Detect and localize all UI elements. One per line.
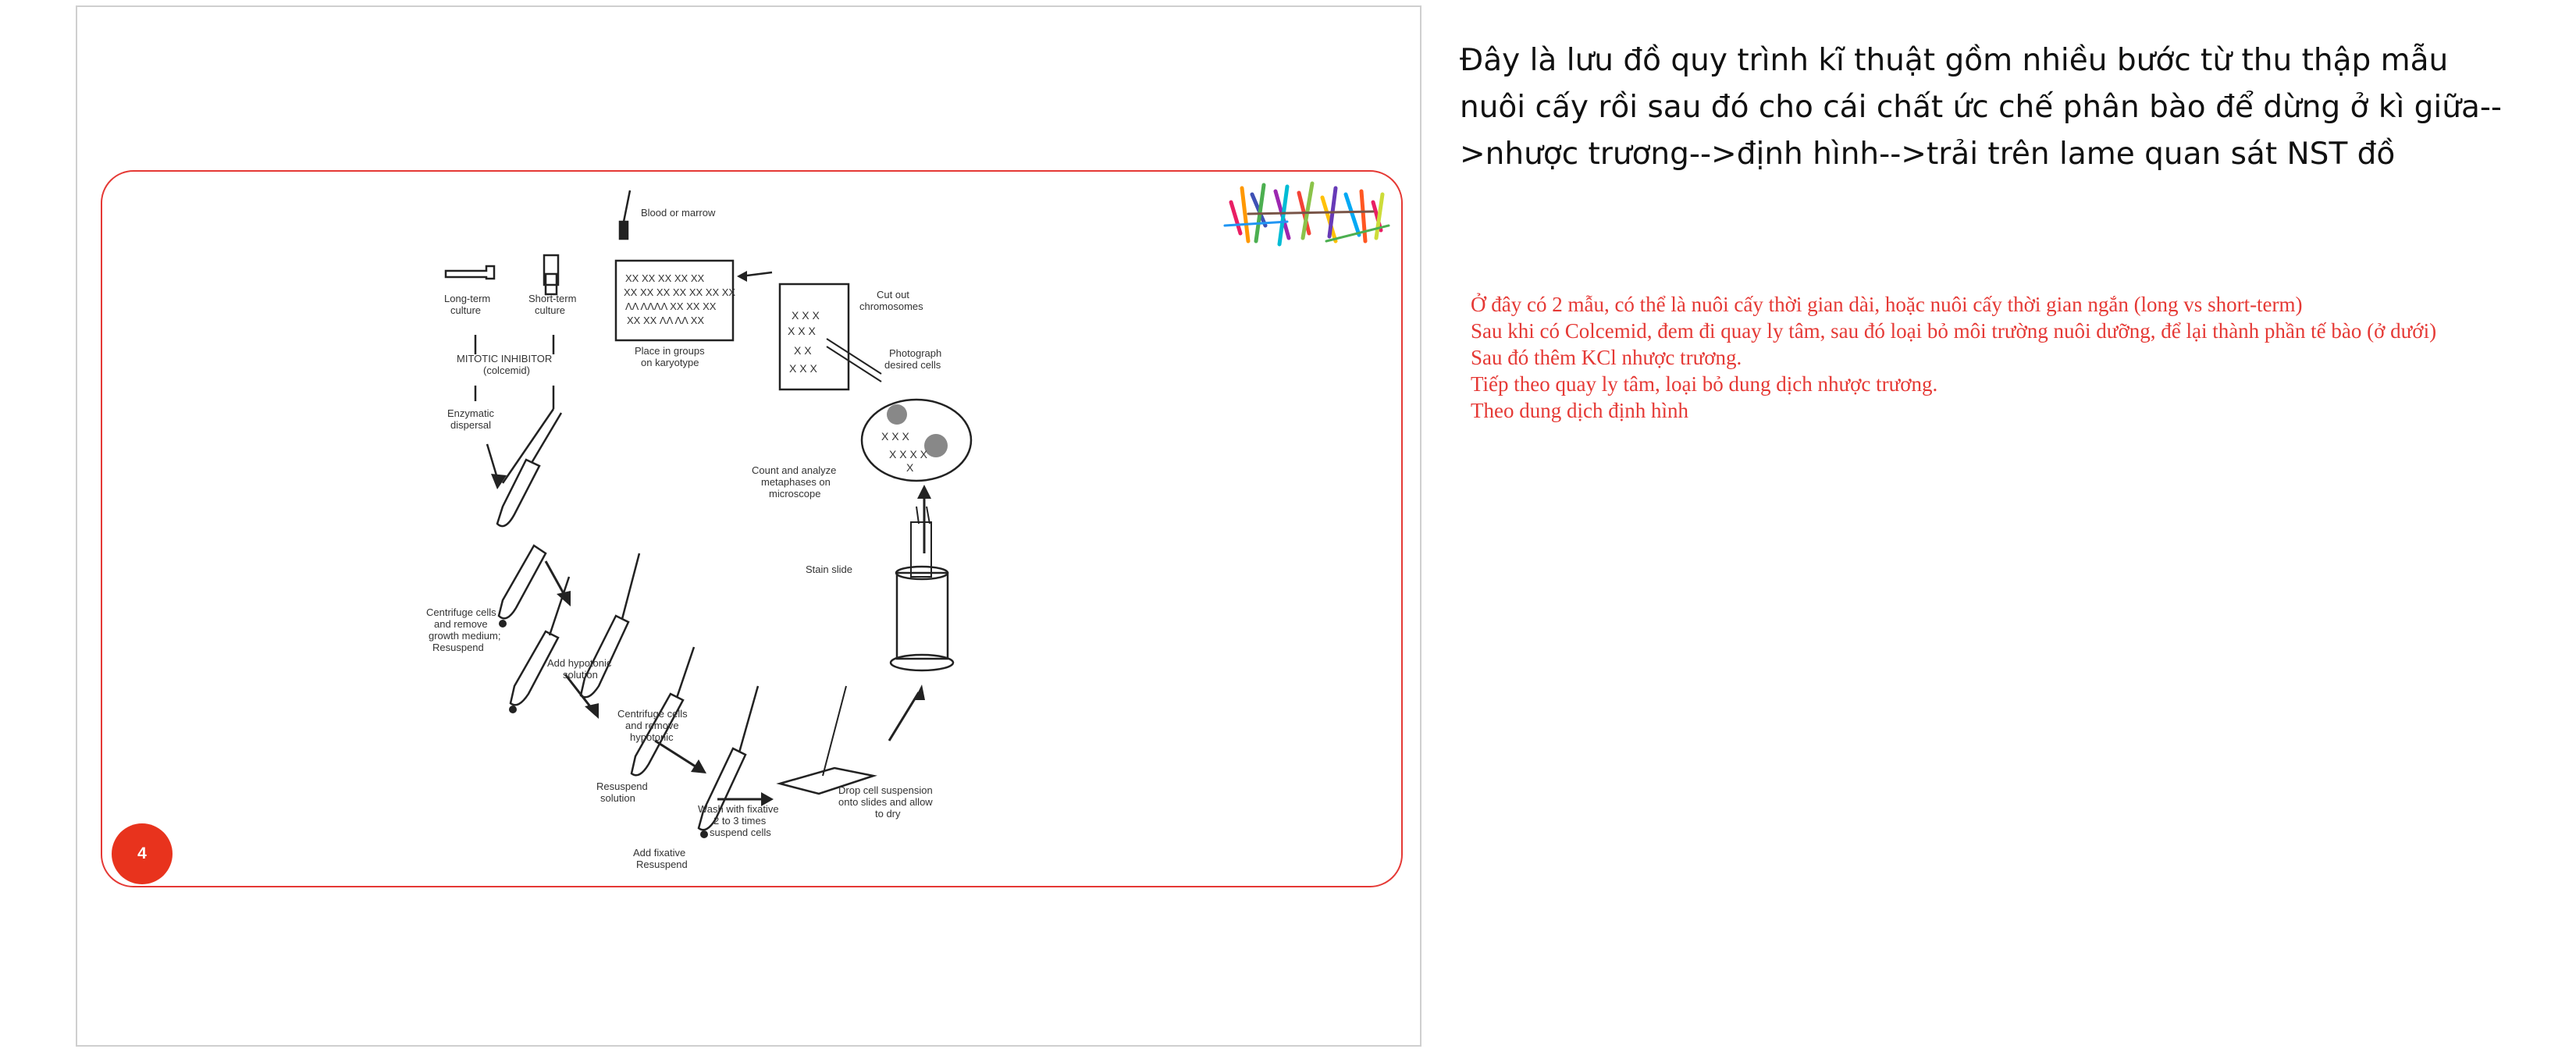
label-add-fixative-2: Resuspend <box>636 859 688 870</box>
label-centrifuge-1: Centrifuge cells <box>426 606 496 618</box>
notes-line: Theo dung dịch định hình <box>1471 399 1688 422</box>
svg-text:X: X <box>906 461 914 474</box>
notes-line: Ở đây có 2 mẫu, có thể là nuôi cấy thời … <box>1471 293 2303 316</box>
label-cut-out-2: chromosomes <box>859 300 923 312</box>
label-short-term: Short-term <box>528 293 576 304</box>
label-resuspend: Resuspend <box>596 780 648 792</box>
notes-red-list: Ở đây có 2 mẫu, có thể là nuôi cấy thời … <box>1471 291 2571 424</box>
label-drop: Drop cell suspension <box>838 784 933 796</box>
label-stain-slide: Stain slide <box>806 564 852 575</box>
page-number-badge: 4 <box>112 823 173 884</box>
label-centrifuge-1c: growth medium; <box>429 630 500 642</box>
svg-text:X X X: X X X <box>792 309 820 322</box>
label-centrifuge-2: Centrifuge cells <box>617 708 688 720</box>
label-drop-2: onto slides and allow <box>838 796 933 808</box>
label-place-groups: Place in groups <box>635 345 705 357</box>
label-resuspend-2: solution <box>600 792 635 804</box>
label-long-term-2: culture <box>450 304 481 316</box>
label-count-3: microscope <box>769 488 820 500</box>
label-centrifuge-1d: Resuspend <box>432 642 484 653</box>
label-blood-or-marrow: Blood or marrow <box>641 207 716 219</box>
label-centrifuge-2c: hypotonic <box>630 731 674 743</box>
svg-text:XX XX XX XX XX: XX XX XX XX XX <box>625 272 704 284</box>
svg-text:X X X X: X X X X <box>889 448 928 460</box>
notes-line: Sau đó thêm KCl nhược trương. <box>1471 346 1742 369</box>
notes-line: Sau khi có Colcemid, đem đi quay ly tâm,… <box>1471 319 2437 343</box>
svg-text:X X X: X X X <box>789 362 817 375</box>
label-centrifuge-1b: and remove <box>434 618 488 630</box>
svg-text:X X X: X X X <box>788 325 816 337</box>
label-count-2: metaphases on <box>761 476 831 488</box>
karyotype-procedure-diagram: XX XX XX XX XX XX XX XX XX XX XX XX ΛΛ Λ… <box>426 181 1390 870</box>
slide-page: XX XX XX XX XX XX XX XX XX XX XX XX ΛΛ Λ… <box>76 5 1421 1047</box>
label-place-groups-2: on karyotype <box>641 357 699 368</box>
slide-frame <box>101 170 1403 887</box>
label-wash: Wash with fixative <box>698 803 779 815</box>
svg-text:ΛΛ ΛΛΛΛ XX XX XX: ΛΛ ΛΛΛΛ XX XX XX <box>625 300 717 312</box>
label-photograph-2: desired cells <box>884 359 941 371</box>
svg-text:X X X: X X X <box>881 430 909 443</box>
label-dispersal: dispersal <box>450 419 491 431</box>
label-centrifuge-2b: and remove <box>625 720 679 731</box>
notes-heading: Đây là lưu đồ quy trình kĩ thuật gồm nhi… <box>1460 43 2502 172</box>
label-count: Count and analyze <box>752 464 836 476</box>
label-wash-2: 2 to 3 times <box>713 815 767 827</box>
label-enzymatic: Enzymatic <box>447 407 494 419</box>
svg-text:XX XX XX XX XX XX XX: XX XX XX XX XX XX XX <box>624 286 735 298</box>
svg-text:X X: X X <box>794 344 812 357</box>
label-colcemid: (colcemid) <box>483 364 530 376</box>
label-wash-3: suspend cells <box>710 827 771 838</box>
label-add-fixative: Add fixative <box>633 847 685 859</box>
notes-line: Tiếp theo quay ly tâm, loại bỏ dung dịch… <box>1471 372 1938 396</box>
svg-text:XX XX ΛΛ ΛΛ XX: XX XX ΛΛ ΛΛ XX <box>627 315 704 326</box>
label-mitotic-inhibitor: MITOTIC INHIBITOR <box>457 353 552 364</box>
label-short-term-2: culture <box>535 304 565 316</box>
label-long-term: Long-term <box>444 293 490 304</box>
chromosome-logo-icon <box>1223 181 1390 247</box>
label-hypotonic: Add hypotonic <box>547 657 612 669</box>
label-hypotonic-2: solution <box>563 669 598 681</box>
label-photograph: Photograph <box>889 347 941 359</box>
label-drop-3: to dry <box>875 808 901 820</box>
label-cut-out: Cut out <box>877 289 909 300</box>
